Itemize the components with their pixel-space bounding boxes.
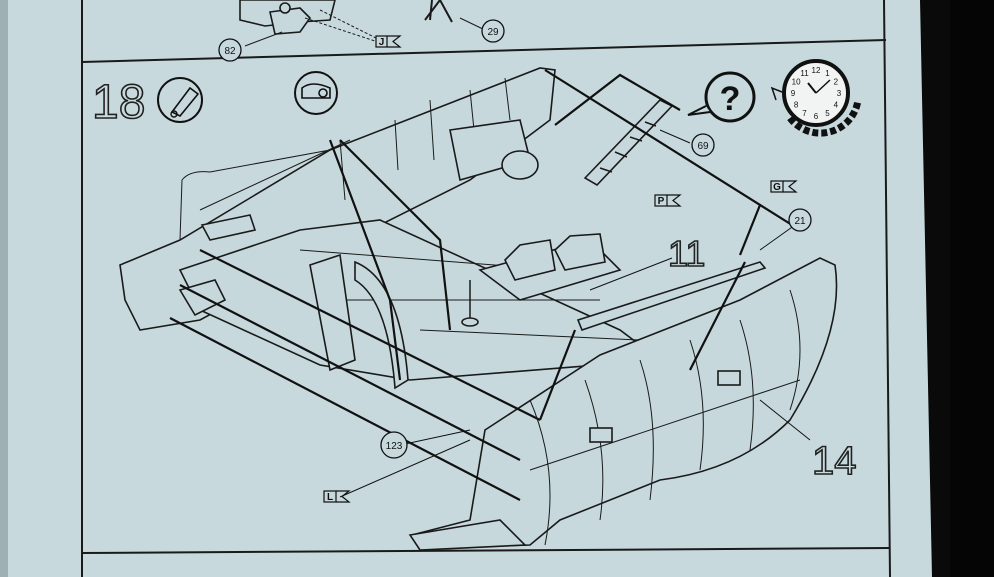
sprue-flag-G: G	[770, 180, 798, 193]
part-label-82: 82	[218, 38, 242, 62]
sprue-flag-J: J	[375, 35, 402, 48]
part-label-21: 21	[788, 208, 812, 232]
clock-number: 9	[791, 89, 796, 98]
leader-lines	[339, 129, 811, 498]
clock-number: 12	[812, 66, 821, 75]
svg-text:82: 82	[224, 46, 236, 57]
dark-background	[950, 0, 994, 577]
fuselage-right-half	[410, 257, 838, 549]
decal-icon	[294, 71, 338, 115]
optional-icon: ?	[687, 71, 756, 123]
svg-text:J: J	[379, 37, 385, 48]
assembly-arrows	[169, 69, 801, 501]
part-label-123: 123	[380, 431, 408, 459]
tail-ramp	[408, 519, 527, 551]
previous-step-fragment	[239, 0, 486, 47]
window	[589, 427, 613, 443]
clock-number: 1	[825, 69, 830, 78]
clock-number: 11	[800, 69, 809, 78]
clock-number: 4	[834, 101, 839, 110]
clock-number: 3	[837, 89, 842, 98]
sprue-flag-L: L	[323, 490, 351, 503]
clock-number: 5	[825, 109, 830, 118]
clock-number: 8	[794, 101, 799, 110]
svg-text:29: 29	[487, 27, 499, 38]
svg-text:69: 69	[697, 141, 709, 152]
clock-number: 7	[802, 109, 807, 118]
glue-icon	[157, 77, 203, 123]
window	[717, 370, 741, 386]
clock-number: 6	[814, 112, 819, 121]
sprue-flag-P: P	[654, 194, 682, 207]
svg-text:21: 21	[794, 216, 806, 227]
step-panel-border	[81, 0, 891, 577]
part-label-29: 29	[481, 19, 505, 43]
step-number: 18	[92, 76, 145, 129]
svg-text:P: P	[658, 196, 665, 207]
part-number-14: 14	[812, 439, 857, 483]
svg-text:G: G	[773, 182, 781, 193]
part-label-69: 69	[691, 133, 715, 157]
seat-bench	[461, 233, 622, 327]
page-edge	[0, 0, 8, 577]
clock-number: 2	[834, 78, 839, 87]
svg-text:?: ?	[720, 80, 741, 118]
part-number-11: 11	[668, 233, 705, 274]
svg-text:L: L	[327, 492, 333, 503]
svg-text:123: 123	[386, 441, 403, 452]
clock-number: 10	[792, 78, 801, 87]
